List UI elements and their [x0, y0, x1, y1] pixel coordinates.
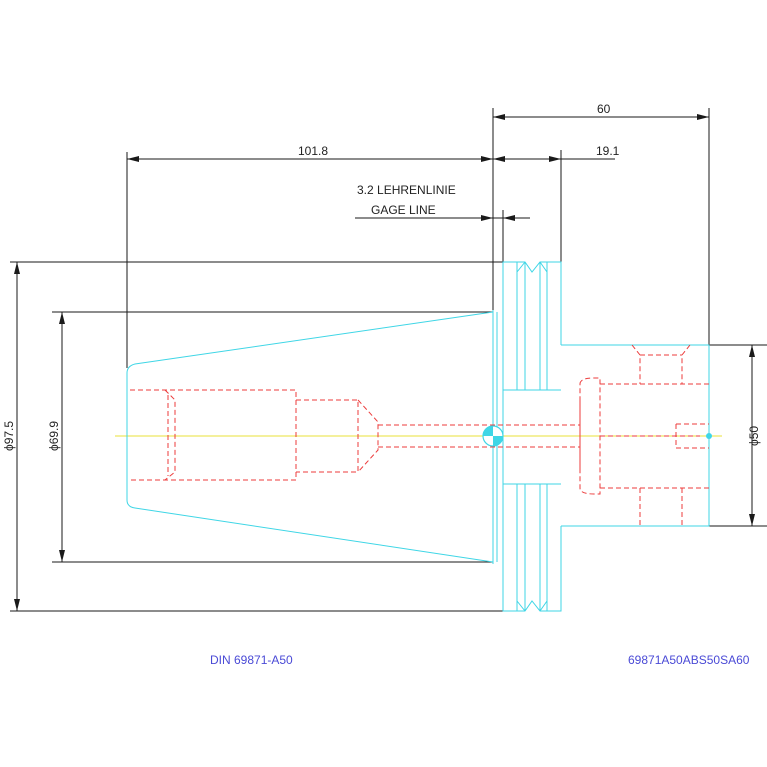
- arrow-101-8-right: [481, 156, 493, 162]
- part-outline: [126, 261, 710, 612]
- dim-text-flange-length: 19.1: [596, 144, 620, 158]
- hidden-through-hole: [378, 424, 580, 448]
- hidden-shank-bore-lines: [600, 383, 709, 489]
- arrow-101-8-left: [127, 156, 139, 162]
- dim-text-gage-label-en: GAGE LINE: [371, 203, 436, 217]
- hidden-bore-large: [130, 389, 297, 481]
- arrow-19-1-left: [493, 156, 505, 162]
- arrow-97-5-top: [14, 262, 20, 274]
- dim-text-gage-label-de: LEHRENLINIE: [377, 183, 456, 197]
- arrow-60-right: [697, 114, 709, 120]
- hidden-bore-chamfer: [164, 389, 176, 481]
- taper-outline: [126, 311, 494, 563]
- dim-text-taper-length: 101.8: [298, 144, 328, 158]
- gage-point-quadrant-b: [493, 436, 503, 446]
- dim-text-shank-diameter: ϕ50: [747, 426, 761, 446]
- arrow-gage-right: [503, 215, 515, 221]
- dim-text-taper-diameter: ϕ69.9: [47, 421, 61, 451]
- arrow-19-1-right: [549, 156, 561, 162]
- dim-text-gage-offset-value: 3.2: [357, 183, 374, 197]
- flange-groove-top: [516, 262, 548, 390]
- dim-text-gage-offset: 3.2 LEHRENLINIE: [357, 183, 456, 197]
- part-number-label: 69871A50ABS50SA60: [628, 653, 750, 667]
- arrow-69-9-bottom: [59, 550, 65, 562]
- hidden-bore-cone: [357, 399, 379, 473]
- flange-groove-bottom: [516, 484, 548, 611]
- gage-point-quadrant-a: [483, 426, 493, 436]
- arrow-gage-left: [481, 215, 493, 221]
- arrow-50-bottom: [749, 514, 755, 526]
- flange-keyway-lines: [503, 389, 561, 485]
- standard-label: DIN 69871-A50: [210, 653, 293, 667]
- flange-top-outline: [502, 261, 562, 345]
- arrow-60-left: [493, 114, 505, 120]
- flange-bottom-outline: [502, 526, 562, 612]
- hidden-cross-hole-bottom: [639, 488, 683, 526]
- gage-point-marker: [482, 425, 504, 447]
- hidden-cross-hole-top: [631, 344, 691, 384]
- arrow-69-9-top: [59, 312, 65, 324]
- hidden-features: [130, 344, 709, 526]
- hidden-bore-middle: [296, 399, 359, 473]
- hidden-shank-bore: [579, 377, 601, 495]
- flange-chamfers: [516, 261, 548, 612]
- end-point-marker: [706, 433, 712, 439]
- dim-text-flange-diameter: ϕ97.5: [2, 421, 16, 451]
- arrow-50-top: [749, 345, 755, 357]
- arrow-97-5-bottom: [14, 599, 20, 611]
- dim-text-overall-length: 60: [597, 102, 611, 116]
